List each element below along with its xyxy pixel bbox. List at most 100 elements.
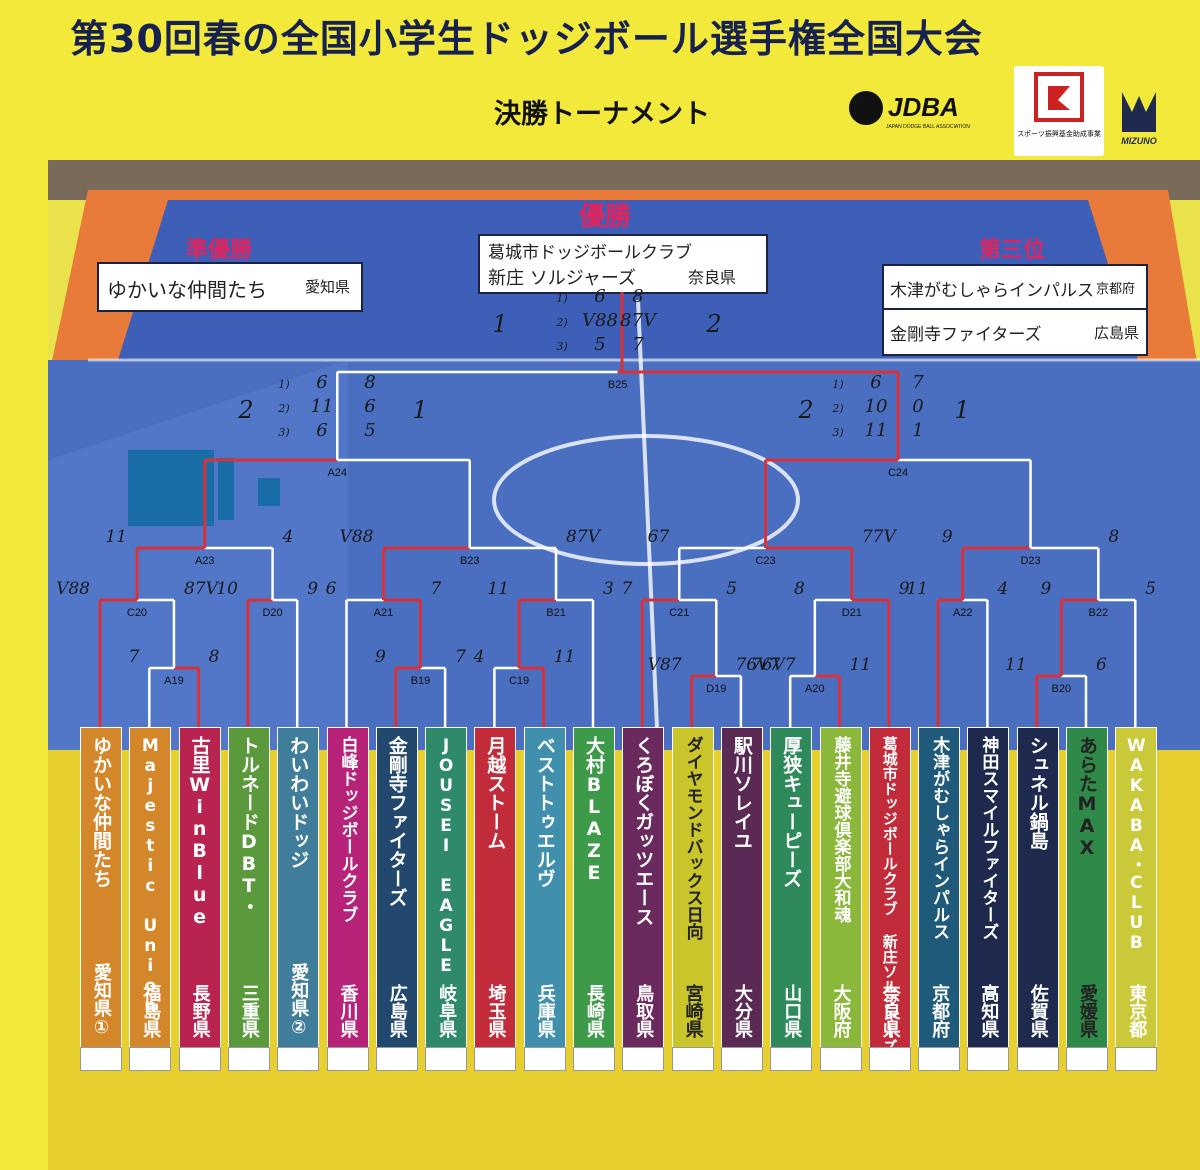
set-score-right: 0 — [912, 396, 923, 417]
team-name: ゆかいな仲間たち — [90, 736, 112, 888]
team-name: 藤井寺避球倶楽部大和魂 — [830, 736, 851, 923]
team-name: くろぼくガッツエース — [632, 736, 655, 926]
score-right: 4 — [282, 527, 294, 547]
score-left: 11 — [906, 579, 928, 599]
score-right: 76V7 — [751, 655, 796, 675]
team-prefecture: 香川県 — [337, 984, 359, 1038]
team-result-slot — [227, 1047, 270, 1071]
score-right: 7 — [430, 579, 441, 599]
team-result-slot — [1115, 1047, 1158, 1071]
team-name: わいわいドッジ — [287, 736, 310, 869]
team-prefecture: 東京都 — [1126, 984, 1148, 1038]
team-result-slot — [770, 1047, 813, 1071]
team-result-slot — [1066, 1047, 1108, 1071]
match-label-c23: C23 — [755, 555, 775, 567]
page-title: 第30回春の全国小学生ドッジボール選手権全国大会 — [70, 17, 983, 61]
champion-club: 葛城市ドッジボールクラブ — [488, 243, 692, 263]
match-label-c20: C20 — [127, 607, 147, 619]
team-result-slot — [425, 1047, 468, 1071]
score-left: 9 — [375, 647, 386, 667]
team-prefecture: 埼玉県 — [485, 984, 507, 1038]
score-left: 7 — [128, 647, 139, 667]
match-label-b20: B20 — [1052, 683, 1072, 695]
mizuno-logo-text: MIZUNO — [1121, 136, 1157, 146]
team-result-slot — [573, 1047, 615, 1071]
match-label-a22: A22 — [953, 607, 973, 619]
team-result-slot — [474, 1047, 517, 1071]
set-label: 1) — [832, 378, 843, 391]
team-result-slot — [868, 1047, 911, 1071]
set-score-left: 11 — [311, 396, 334, 417]
jdba-logo: JDBA JAPAN DODGE BALL ASSOCIATION — [849, 91, 970, 130]
team-name: 厚狭キューピーズ — [780, 736, 803, 888]
team-name: 金剛寺ファイターズ — [385, 736, 408, 907]
team-result-slot — [819, 1047, 862, 1071]
team-result-slot — [720, 1047, 763, 1071]
team-column: ゆかいな仲間たち愛知県① — [80, 727, 122, 1049]
team-column: 駅川ソレイユ大分県 — [720, 727, 763, 1049]
set-score-left: 5 — [594, 334, 605, 355]
score-right: 9 — [307, 579, 318, 599]
score-left: V88 — [56, 579, 90, 599]
score-right: 87V — [184, 579, 220, 599]
champion-pref: 奈良県 — [688, 268, 737, 287]
set-score-left: 11 — [865, 420, 888, 441]
team-result-slot — [80, 1047, 122, 1071]
team-prefecture: 佐賀県 — [1027, 984, 1049, 1038]
wins-left: 1 — [492, 310, 507, 338]
score-left: 9 — [942, 527, 953, 547]
score-left: 6 — [326, 579, 337, 599]
team-name: 木津がむしゃらインパルス — [929, 736, 950, 940]
team-prefecture: 広島県 — [386, 984, 408, 1038]
team-column: トルネードDBT・三重県 — [227, 727, 270, 1049]
third-2-name: 金剛寺ファイターズ — [890, 325, 1042, 345]
set-score-right: 87V — [620, 310, 658, 331]
team-prefecture: 福島県 — [140, 984, 162, 1038]
champion-title: 優勝 — [579, 202, 632, 232]
score-right: 5 — [726, 579, 737, 599]
score-left: 8 — [794, 579, 805, 599]
team-name: シュネル鍋島 — [1026, 736, 1049, 850]
set-score-left: 6 — [316, 372, 327, 393]
score-right: 5 — [1145, 579, 1156, 599]
team-name: ダイヤモンドバックス日向 — [682, 736, 703, 940]
team-result-slot — [967, 1047, 1010, 1071]
set-score-right: 5 — [364, 420, 375, 441]
score-right: 3 — [603, 579, 614, 599]
team-prefecture: 愛媛県 — [1077, 984, 1098, 1038]
team-prefecture: 高知県 — [978, 984, 1000, 1038]
score-left: 11 — [1005, 655, 1027, 675]
score-left: 10 — [216, 579, 238, 599]
set-score-left: 10 — [865, 396, 888, 417]
match-label-d20: D20 — [262, 607, 282, 619]
team-result-slot — [622, 1047, 665, 1071]
team-column: 葛城市ドッジボールクラブ 新庄ソルジャーズ奈良県 — [868, 727, 911, 1054]
jdba-logo-text: JDBA — [888, 92, 959, 122]
team-column: ダイヤモンドバックス日向宮崎県 — [671, 727, 714, 1049]
wins-left: 2 — [237, 396, 253, 424]
score-right: 7 — [455, 647, 466, 667]
wins-left: 2 — [797, 396, 813, 424]
team-result-slot — [1016, 1047, 1059, 1071]
team-column: 古里WinBlue 長野県 — [178, 727, 221, 1049]
team-prefecture: 長野県 — [189, 984, 211, 1038]
team-prefecture: 愛知県② — [288, 963, 310, 1038]
set-score-left: 6 — [316, 420, 327, 441]
team-name: 古里WinBlue — [188, 736, 211, 928]
team-result-slot — [523, 1047, 566, 1071]
third-box-1: 木津がむしゃらインパルス 京都府 — [882, 264, 1148, 312]
team-name: 駅川ソレイユ — [730, 736, 753, 850]
match-label-c19: C19 — [509, 675, 529, 687]
match-label-a24: A24 — [327, 467, 347, 479]
score-left: 4 — [473, 647, 485, 667]
score-right: 11 — [850, 655, 872, 675]
team-result-slot — [671, 1047, 714, 1071]
team-prefecture: 京都府 — [929, 984, 951, 1038]
team-prefecture: 長崎県 — [584, 984, 605, 1038]
wins-right: 1 — [412, 396, 427, 424]
match-label-a21: A21 — [374, 607, 394, 619]
score-left: 9 — [1041, 579, 1052, 599]
